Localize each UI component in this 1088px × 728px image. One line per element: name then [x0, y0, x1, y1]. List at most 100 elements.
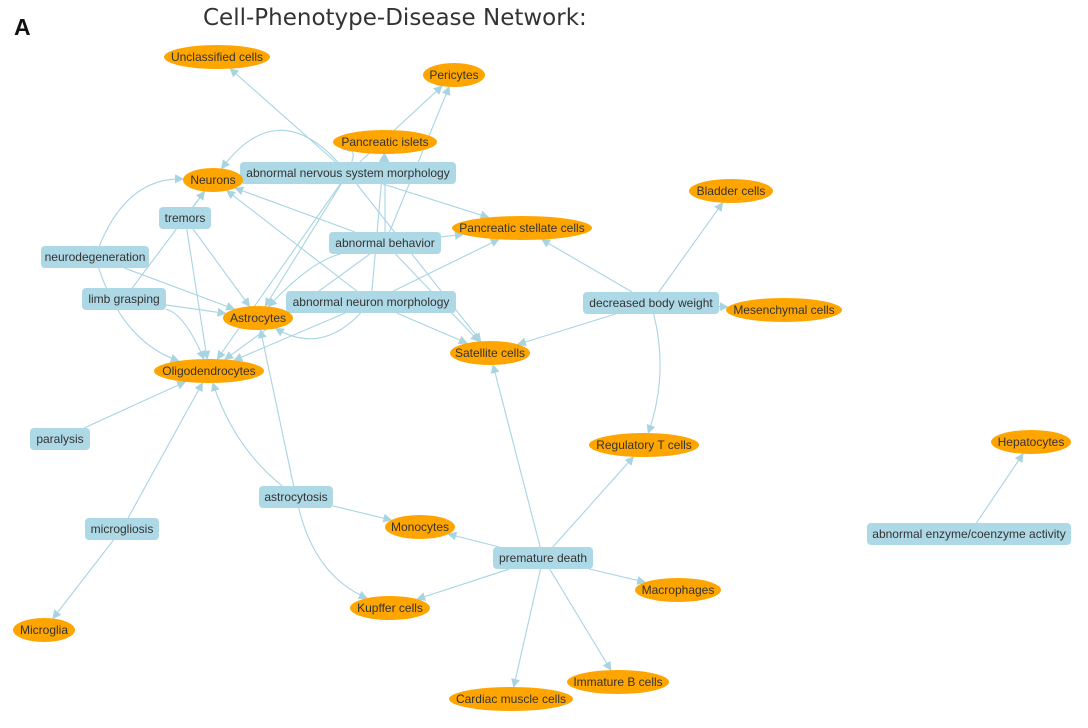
- node-label: paralysis: [36, 432, 83, 446]
- cell-node-bladder[interactable]: Bladder cells: [689, 179, 773, 203]
- edge-abn_behavior-to-pericytes: [389, 86, 451, 233]
- cell-ellipse: [449, 687, 573, 711]
- edge-paralysis-to-oligodendrocytes: [83, 381, 187, 429]
- edge-microgliosis-to-oligodendrocytes: [127, 382, 203, 519]
- node-label: abnormal neuron morphology: [293, 295, 450, 309]
- phenotype-node-tremors[interactable]: tremors: [159, 207, 211, 229]
- phenotype-box: [329, 232, 441, 254]
- edge-decreased_bw-to-bladder: [658, 202, 724, 293]
- phenotype-box: [867, 523, 1071, 545]
- node-label: Bladder cells: [697, 184, 766, 198]
- phenotype-box: [159, 207, 211, 229]
- edges-layer: [52, 68, 1024, 688]
- cell-node-microglia[interactable]: Microglia: [13, 618, 75, 642]
- edge-abn_behavior-to-neurons: [234, 186, 356, 233]
- phenotype-node-abn-nervous[interactable]: abnormal nervous system morphology: [240, 162, 456, 184]
- cell-node-unclassified[interactable]: Unclassified cells: [164, 45, 270, 69]
- cell-ellipse: [452, 216, 592, 240]
- node-label: Oligodendrocytes: [162, 364, 255, 378]
- node-label: Regulatory T cells: [596, 438, 692, 452]
- edge-abn_neuron-to-stellate: [393, 238, 500, 292]
- cell-node-mesenchymal[interactable]: Mesenchymal cells: [726, 298, 842, 322]
- cell-node-satellite[interactable]: Satellite cells: [450, 341, 530, 365]
- cell-ellipse: [13, 618, 75, 642]
- edge-limb_grasping-to-neurons: [131, 190, 205, 289]
- node-label: Kupffer cells: [357, 601, 423, 615]
- edge-decreased_bw-to-treg: [646, 313, 661, 434]
- node-label: microgliosis: [91, 522, 154, 536]
- cell-ellipse: [726, 298, 842, 322]
- cell-ellipse: [183, 168, 243, 192]
- cell-ellipse: [385, 515, 455, 539]
- phenotype-node-paralysis[interactable]: paralysis: [30, 428, 90, 450]
- edge-astrocytosis-to-monocytes: [332, 505, 393, 523]
- node-label: Hepatocytes: [998, 435, 1065, 449]
- edge-abn_nervous-to-stellate: [382, 183, 490, 220]
- node-label: Pericytes: [429, 68, 478, 82]
- node-label: Monocytes: [391, 520, 449, 534]
- cell-node-neurons[interactable]: Neurons: [183, 168, 243, 192]
- cell-node-oligodendrocytes[interactable]: Oligodendrocytes: [154, 359, 264, 383]
- edge-abn_neuron-to-satellite: [396, 312, 468, 345]
- cell-node-pericytes[interactable]: Pericytes: [423, 63, 485, 87]
- phenotype-node-abn-enzyme[interactable]: abnormal enzyme/coenzyme activity: [867, 523, 1071, 545]
- edge-astrocytosis-to-oligodendrocytes: [211, 382, 283, 487]
- cell-ellipse: [154, 359, 264, 383]
- phenotype-box: [493, 547, 593, 569]
- phenotype-node-abn-neuron[interactable]: abnormal neuron morphology: [286, 291, 456, 313]
- edge-premature_death-to-kupffer: [416, 568, 510, 601]
- edge-astrocytosis-to-kupffer: [298, 507, 368, 600]
- cell-node-macrophages[interactable]: Macrophages: [635, 578, 721, 602]
- node-label: Neurons: [190, 173, 235, 187]
- phenotype-box: [259, 486, 333, 508]
- phenotype-box: [41, 246, 149, 268]
- edge-abn_behavior-to-astrocytes: [267, 253, 341, 308]
- phenotype-node-limb-grasping[interactable]: limb grasping: [82, 288, 166, 310]
- cell-ellipse: [333, 130, 437, 154]
- cell-ellipse: [689, 179, 773, 203]
- edge-abn_enzyme-to-hepatocytes: [975, 453, 1024, 524]
- node-label: Astrocytes: [230, 311, 286, 325]
- edge-premature_death-to-monocytes: [447, 531, 500, 548]
- edge-limb_grasping-to-astrocytes: [165, 304, 227, 317]
- phenotype-box: [583, 292, 719, 314]
- edge-neurodegeneration-to-astrocytes: [124, 267, 236, 311]
- phenotype-node-astrocytosis[interactable]: astrocytosis: [259, 486, 333, 508]
- node-label: Macrophages: [642, 583, 715, 597]
- cell-node-monocytes[interactable]: Monocytes: [385, 515, 455, 539]
- cell-ellipse: [164, 45, 270, 69]
- node-label: abnormal nervous system morphology: [246, 166, 449, 180]
- node-label: astrocytosis: [264, 490, 327, 504]
- phenotype-node-microgliosis[interactable]: microgliosis: [85, 518, 159, 540]
- cell-node-stellate[interactable]: Pancreatic stellate cells: [452, 216, 592, 240]
- edge-decreased_bw-to-stellate: [541, 239, 633, 293]
- phenotype-node-premature-death[interactable]: premature death: [493, 547, 593, 569]
- cell-ellipse: [991, 430, 1071, 454]
- phenotype-node-neurodegeneration[interactable]: neurodegeneration: [41, 246, 149, 268]
- node-label: Microglia: [20, 623, 68, 637]
- node-label: tremors: [165, 211, 206, 225]
- edge-limb_grasping-to-oligodendrocytes: [165, 308, 205, 360]
- cell-node-treg[interactable]: Regulatory T cells: [589, 433, 699, 457]
- cell-node-pancreatic-islets[interactable]: Pancreatic islets: [333, 130, 437, 154]
- edge-premature_death-to-immature_b: [549, 568, 612, 671]
- phenotype-node-decreased-bw[interactable]: decreased body weight: [583, 292, 719, 314]
- phenotype-box: [30, 428, 90, 450]
- phenotype-node-abn-behavior[interactable]: abnormal behavior: [329, 232, 441, 254]
- edge-decreased_bw-to-satellite: [516, 313, 616, 347]
- edge-abn_neuron-to-oligodendrocytes: [233, 312, 346, 362]
- node-label: Cardiac muscle cells: [456, 692, 566, 706]
- cell-ellipse: [450, 341, 530, 365]
- cell-node-immature-b[interactable]: Immature B cells: [567, 670, 669, 694]
- edge-abn_neuron-to-astrocytes: [274, 312, 362, 340]
- edge-abn_nervous-to-neurons: [221, 129, 339, 170]
- edge-neurodegeneration-to-oligodendrocytes: [98, 267, 180, 363]
- cell-node-hepatocytes[interactable]: Hepatocytes: [991, 430, 1071, 454]
- cell-node-kupffer[interactable]: Kupffer cells: [350, 596, 430, 620]
- cell-node-cardiac[interactable]: Cardiac muscle cells: [449, 687, 573, 711]
- edge-abn_nervous-to-unclassified: [229, 68, 336, 163]
- node-label: Unclassified cells: [171, 50, 263, 64]
- cell-node-astrocytes[interactable]: Astrocytes: [223, 306, 293, 330]
- phenotype-box: [240, 162, 456, 184]
